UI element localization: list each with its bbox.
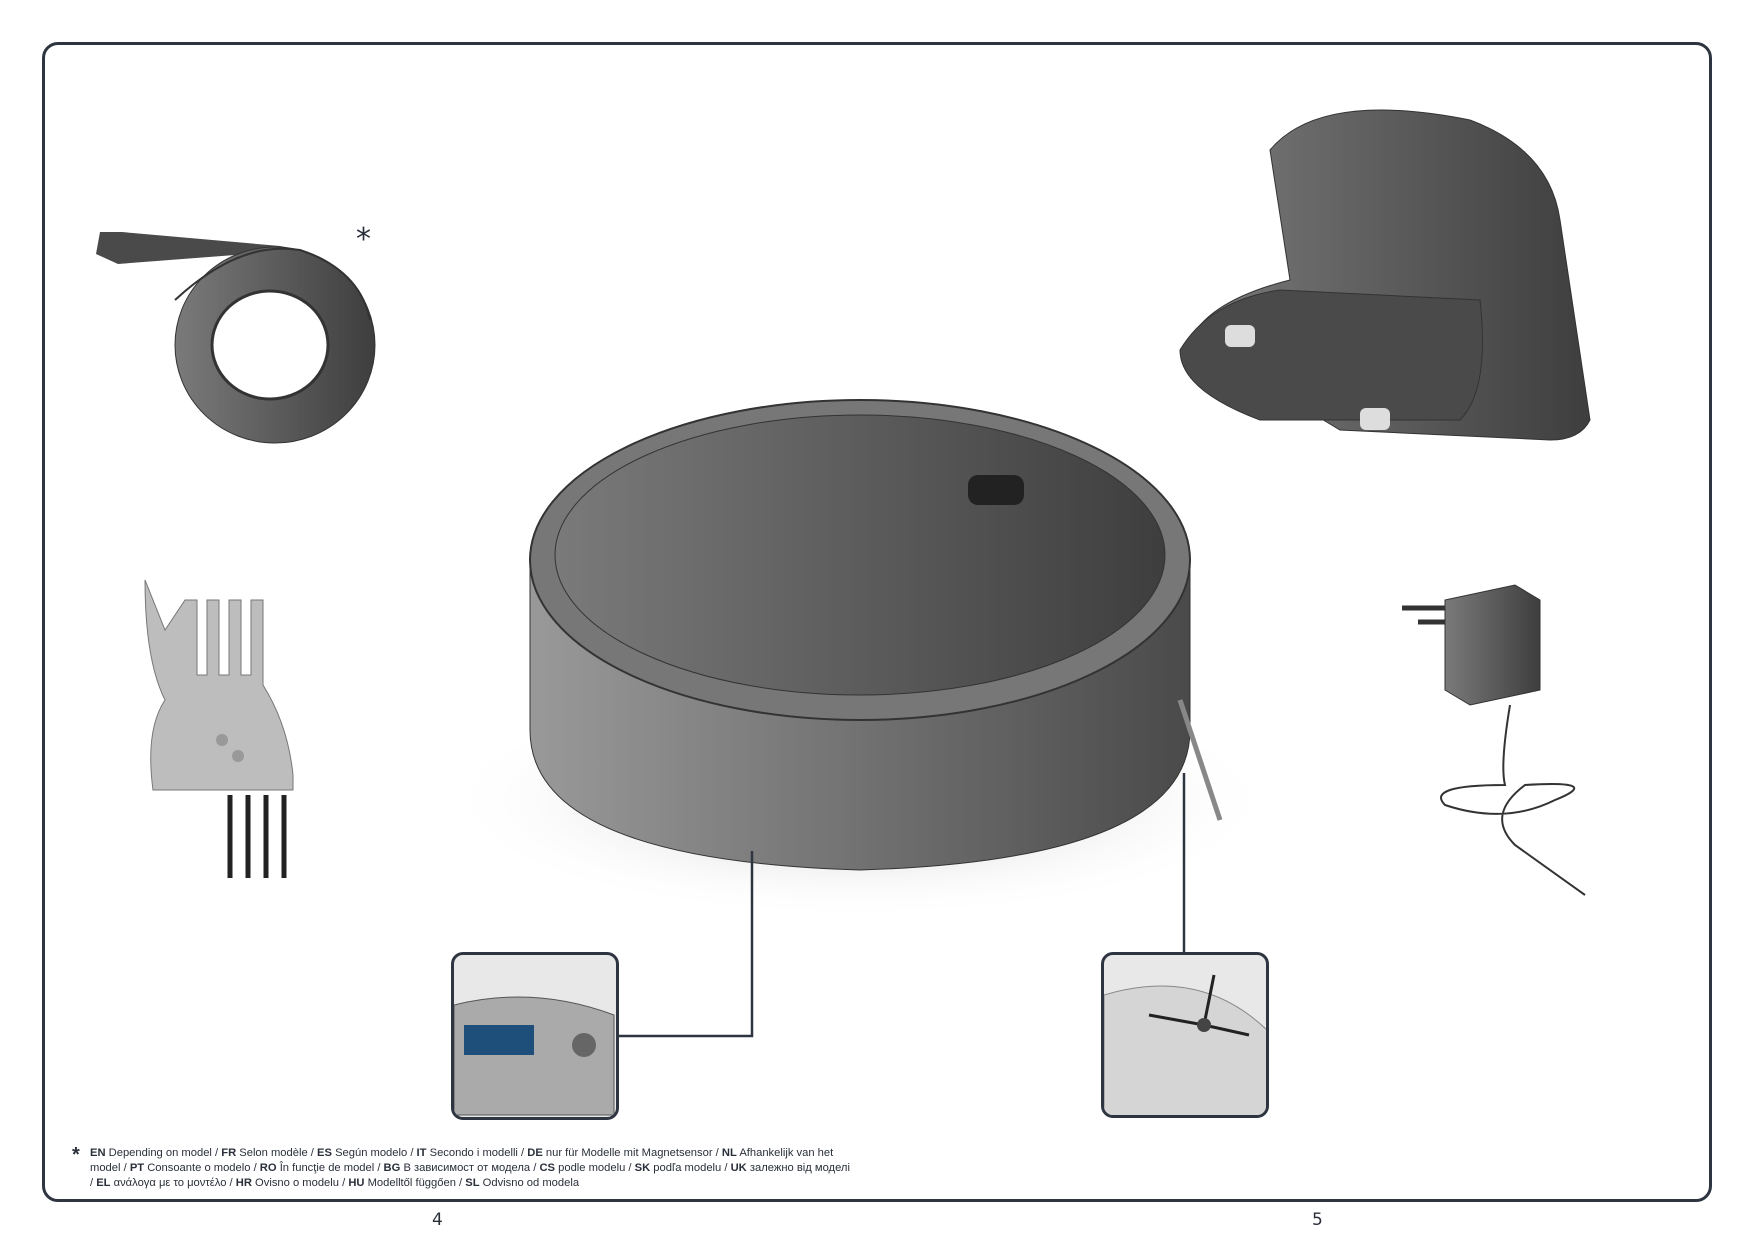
language-code: UK — [730, 1162, 747, 1174]
magnetic-strip-illustration — [96, 232, 376, 444]
charging-dock-illustration — [1179, 109, 1591, 441]
asterisk-icon: * — [72, 1144, 80, 1166]
cleaning-tool-illustration — [144, 579, 294, 878]
footnote-text: залежно від моделі — [749, 1162, 850, 1174]
page-frame — [42, 42, 1712, 1202]
language-code: EL — [96, 1177, 111, 1189]
footnote-text: Afhankelijk van het model — [90, 1147, 834, 1174]
language-code: BG — [383, 1162, 401, 1174]
language-code: ES — [317, 1147, 332, 1159]
footnote-entry: DE nur für Modelle mit Magnetsensor / — [527, 1147, 722, 1159]
side-brush-illustration — [1104, 974, 1266, 1115]
language-code: RO — [259, 1162, 277, 1174]
footnote-entry: EL ανάλογα με το μοντέλο / — [96, 1177, 236, 1189]
footnote-entry: UK залежно від моделі / — [90, 1162, 850, 1189]
language-code: SL — [465, 1177, 480, 1189]
language-code: PT — [129, 1162, 145, 1174]
footnote-text: Según modelo — [335, 1147, 408, 1159]
footnote-text: nur für Modelle mit Magnetsensor — [545, 1147, 713, 1159]
language-code: FR — [221, 1147, 237, 1159]
footnote-entry: EN Depending on model / — [90, 1147, 222, 1159]
page-number-right: 5 — [1312, 1210, 1323, 1230]
footnote-entry: NL Afhankelijk van het model / — [90, 1147, 834, 1174]
model-footnote: * EN Depending on model / FR Selon modèl… — [72, 1145, 850, 1191]
footnote-entry: SL Odvisno od modela — [465, 1177, 579, 1189]
language-code: CS — [539, 1162, 556, 1174]
footnote-entry: FR Selon modèle / — [221, 1147, 318, 1159]
inset-robot-underside — [451, 952, 619, 1120]
footnote-text: Modelltől függően — [367, 1177, 456, 1189]
footnote-text: Ovisno o modelu — [255, 1177, 339, 1189]
robot-underside-illustration — [454, 996, 615, 1116]
footnote-text: Depending on model — [108, 1147, 212, 1159]
footnote-text: podľa modelu — [653, 1162, 722, 1174]
language-code: SK — [634, 1162, 651, 1174]
footnote-entry: RO În funcţie de model / — [259, 1162, 384, 1174]
language-code: HR — [235, 1177, 252, 1189]
footnote-text: Secondo i modelli — [429, 1147, 518, 1159]
footnote-text: ανάλογα με το μοντέλο — [113, 1177, 227, 1189]
footnote-entry: ES Según modelo / — [317, 1147, 417, 1159]
footnote-entry: SK podľa modelu / — [634, 1162, 731, 1174]
footnote-entry: PT Consoante o modelo / — [129, 1162, 260, 1174]
language-code: HU — [348, 1177, 365, 1189]
footnote-entry: BG В зависимост от модела / — [383, 1162, 540, 1174]
footnote-text: Odvisno od modela — [482, 1177, 580, 1189]
footnote-text: Selon modèle — [239, 1147, 308, 1159]
power-adapter-illustration — [1402, 584, 1586, 896]
optional-marker: * — [356, 222, 371, 257]
footnote-text: Consoante o modelo — [147, 1162, 251, 1174]
footnote-entry: CS podle modelu / — [539, 1162, 635, 1174]
robot-vacuum-illustration — [440, 399, 1280, 920]
footnote-text: În funcţie de model — [279, 1162, 375, 1174]
footnote-entry: HR Ovisno o modelu / — [235, 1177, 349, 1189]
language-code: DE — [527, 1147, 543, 1159]
footnote-entry: IT Secondo i modelli / — [416, 1147, 528, 1159]
language-code: NL — [721, 1147, 737, 1159]
footnote-text: podle modelu — [558, 1162, 626, 1174]
callout-line-bottom — [618, 851, 754, 1038]
inset-side-brush — [1101, 952, 1269, 1118]
footnote-entry: HU Modelltől függően / — [348, 1177, 466, 1189]
footnote-text: В зависимост от модела — [403, 1162, 531, 1174]
language-code: IT — [416, 1147, 427, 1159]
page-number-left: 4 — [432, 1210, 443, 1230]
language-code: EN — [90, 1147, 106, 1159]
